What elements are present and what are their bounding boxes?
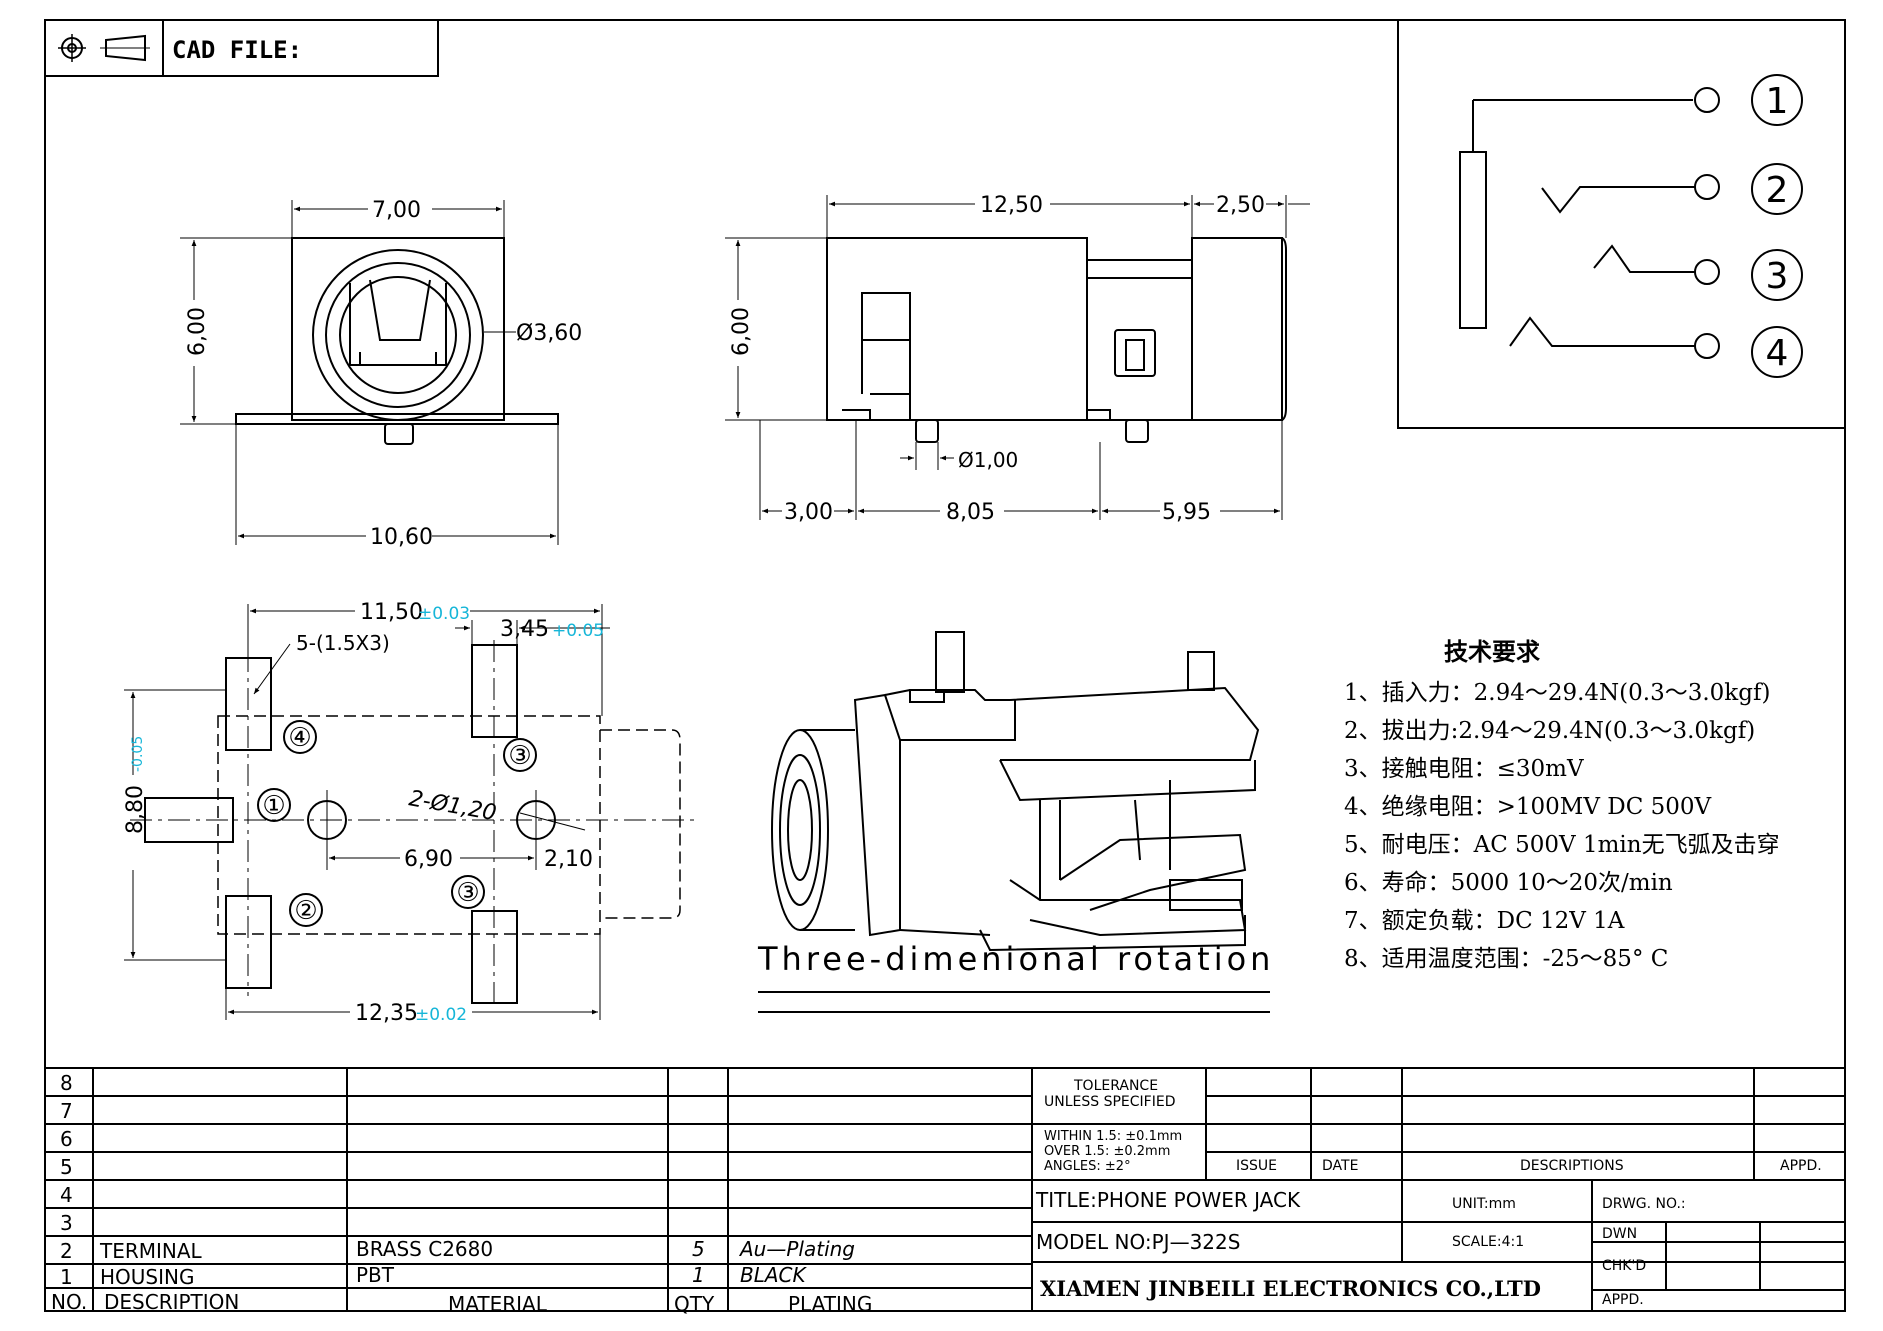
side-extension-dim: 2,50 <box>1216 193 1265 218</box>
revision-descriptions-header: DESCRIPTIONS <box>1520 1158 1624 1174</box>
revision-issue-header: ISSUE <box>1236 1158 1277 1174</box>
fp-pad-label-1: ① <box>262 791 285 821</box>
requirement-item: 2、拔出力:2.94～29.4N(0.3～3.0kgf) <box>1344 718 1755 744</box>
bom-row-number: 5 <box>60 1155 73 1179</box>
bom-row-number: 3 <box>60 1211 73 1235</box>
fp-height-dim: 8,80 <box>123 785 148 834</box>
rotation-caption: Three-dimenional rotation <box>757 940 1274 978</box>
bom-description: HOUSING <box>100 1265 194 1289</box>
drawing-number-label: DRWG. NO.: <box>1602 1196 1686 1212</box>
bom-header-no: NO. <box>51 1290 87 1314</box>
title-block <box>1032 1068 1845 1311</box>
fp-right-tol: +0.05 <box>552 621 604 641</box>
bom-plating: Au—Plating <box>738 1237 855 1261</box>
bom-row-number: 8 <box>60 1071 73 1095</box>
revision-date-header: DATE <box>1322 1158 1358 1174</box>
side-height-dim: 6,00 <box>729 307 754 356</box>
fp-pad-label-2: ② <box>294 896 317 926</box>
bom-row-number: 6 <box>60 1127 73 1151</box>
tolerance-angles: ANGLES: ±2° <box>1044 1159 1131 1174</box>
bom-qty: 1 <box>692 1263 705 1287</box>
fp-bottom-dim: 12,35 <box>355 1001 418 1026</box>
bom-material: BRASS C2680 <box>356 1237 493 1261</box>
pcb-footprint <box>124 604 700 1020</box>
requirement-item: 6、寿命：5000 10～20次/min <box>1344 870 1673 896</box>
company-name: XIAMEN JINBEILI ELECTRONICS CO.,LTD <box>1040 1276 1541 1301</box>
bom-plating: BLACK <box>740 1263 808 1287</box>
checked-by-label: CHK'D <box>1602 1258 1646 1274</box>
fp-height-tol: -0.05 <box>130 736 146 772</box>
unit-label: UNIT:mm <box>1452 1196 1516 1212</box>
requirement-item: 3、接触电阻：≤30mV <box>1344 756 1584 782</box>
bom-header-qty: QTY <box>674 1292 715 1316</box>
bom-header-description: DESCRIPTION <box>104 1290 239 1314</box>
bom-material: PBT <box>356 1263 395 1287</box>
requirement-item: 1、插入力：2.94～29.4N(0.3～3.0kgf) <box>1344 680 1770 706</box>
cad-file-header: CAD FILE: <box>45 20 439 77</box>
fp-hole-spacing: 6,90 <box>404 847 453 872</box>
side-dim-left: 3,00 <box>784 500 833 525</box>
drawing-border <box>44 19 1846 1312</box>
side-dim-right: 5,95 <box>1162 500 1211 525</box>
fp-top-tol: ±0.03 <box>418 604 470 624</box>
pin-schematic <box>1397 19 1846 429</box>
bom-row-housing: HOUSING PBT 1 BLACK <box>100 1263 808 1289</box>
cad-file-label: CAD FILE: <box>172 36 302 64</box>
tolerance-label: TOLERANCE <box>1073 1078 1158 1094</box>
scale-label: SCALE:4:1 <box>1452 1234 1524 1250</box>
cone-symbol-icon <box>100 34 150 62</box>
fp-pad-label-3a: ③ <box>508 741 531 771</box>
requirement-item: 7、额定负载：DC 12V 1A <box>1344 908 1625 934</box>
front-base-width-dim: 10,60 <box>370 525 433 550</box>
bom-description: TERMINAL <box>99 1239 203 1263</box>
front-diameter-dim: Ø3,60 <box>516 321 582 346</box>
pin-4-label: 4 <box>1766 333 1789 374</box>
bom-qty: 5 <box>692 1237 705 1261</box>
tolerance-within: WITHIN 1.5: ±0.1mm <box>1044 1129 1182 1144</box>
fp-hole-offset: 2,10 <box>544 847 593 872</box>
drawn-by-label: DWN <box>1602 1226 1637 1242</box>
front-view <box>180 200 559 545</box>
drawing-title: TITLE:PHONE POWER JACK <box>1035 1188 1301 1212</box>
side-dim-middle: 8,05 <box>946 500 995 525</box>
requirement-item: 8、适用温度范围：-25～85° C <box>1344 946 1668 972</box>
model-number: MODEL NO:PJ—322S <box>1036 1230 1240 1254</box>
projection-symbol-icon <box>58 34 86 62</box>
bom-row-number: 1 <box>60 1265 73 1289</box>
side-pin-diameter-dim: Ø1,00 <box>958 448 1018 472</box>
bom-row-terminal: TERMINAL BRASS C2680 5 Au—Plating <box>99 1237 855 1263</box>
fp-pad-note: 5-(1.5X3) <box>296 631 390 655</box>
requirement-item: 5、耐电压：AC 500V 1min无飞弧及击穿 <box>1344 832 1780 858</box>
approved-by-label: APPD. <box>1602 1292 1644 1308</box>
fp-right-dim: 3,45 <box>500 617 549 642</box>
side-view <box>725 195 1310 520</box>
isometric-view <box>771 631 1260 952</box>
pin-3-label: 3 <box>1766 256 1789 297</box>
tolerance-over: OVER 1.5: ±0.2mm <box>1044 1144 1170 1159</box>
fp-bottom-tol: ±0.02 <box>415 1005 467 1025</box>
technical-requirements: 技术要求 1、插入力：2.94～29.4N(0.3～3.0kgf) 2、拔出力:… <box>1344 637 1780 972</box>
requirements-title: 技术要求 <box>1444 637 1540 666</box>
fp-pad-label-3b: ③ <box>456 878 479 908</box>
pin-1-label: 1 <box>1766 81 1789 122</box>
fp-pad-label-4: ④ <box>288 723 311 753</box>
bom-header-row: NO. DESCRIPTION MATERIAL QTY PLATING <box>51 1290 872 1316</box>
front-width-dim: 7,00 <box>372 198 421 223</box>
revision-appd-header: APPD. <box>1780 1158 1822 1174</box>
pin-2-label: 2 <box>1766 170 1789 211</box>
requirement-item: 4、绝缘电阻：>100MV DC 500V <box>1344 794 1712 820</box>
bom-header-plating: PLATING <box>788 1292 872 1316</box>
bom-header-material: MATERIAL <box>448 1292 548 1316</box>
fp-top-dim: 11,50 <box>360 600 423 625</box>
bom-table <box>45 1067 1845 1311</box>
bom-row-number: 4 <box>60 1183 73 1207</box>
bom-row-number: 2 <box>60 1239 73 1263</box>
tolerance-sub-label: UNLESS SPECIFIED <box>1044 1094 1175 1110</box>
bom-row-number: 7 <box>60 1099 73 1123</box>
front-height-dim: 6,00 <box>185 307 210 356</box>
side-length-dim: 12,50 <box>980 193 1043 218</box>
